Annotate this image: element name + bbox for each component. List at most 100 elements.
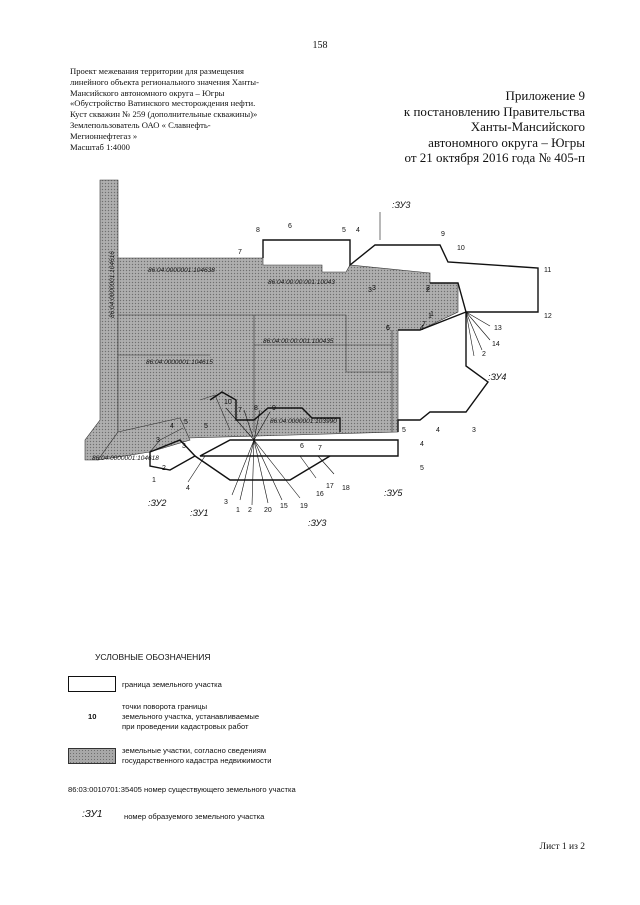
parcel-west-cap [97,417,191,461]
point-number: 19 [300,503,308,510]
point-number: 12 [544,313,552,320]
point-number: 8 [254,405,258,412]
point-number: 9 [272,405,276,412]
zone-label: :ЗУ3 [392,200,410,210]
legend-cadastral-swatch [68,748,116,764]
point-number: 5 [420,465,424,472]
legend-point-text: точки поворота границы земельного участк… [122,702,259,732]
parcel-main-shaded [117,257,459,441]
legend-new-text: номер образуемого земельного участка [124,812,265,821]
project-line: Мегионнефтегаз » [70,130,138,141]
point-number: 3 [156,437,160,444]
appendix-line: Ханты-Мансийского [470,119,585,134]
legend-point-line: земельного участка, устанавливаемые [122,712,260,721]
point-number: 14 [492,341,500,348]
page-number: 158 [312,40,328,51]
project-line: Проект межевания территории для размещен… [70,66,244,76]
point-number: 1 [236,507,240,514]
point-number: 7 [422,321,426,328]
appendix-line: к постановлению Правительства [403,103,585,119]
project-scale: Масштаб 1:4000 [70,141,130,152]
point-number: 4 [420,441,424,448]
point-number: 16 [316,491,324,498]
parcel-id: 86:04:00:00:001:10043 [268,279,335,286]
point-number: 2 [426,285,430,292]
project-line: линейного объекта регионального значения… [70,76,259,87]
zone-label: :ЗУ2 [148,498,166,508]
point-number: 3 [372,285,376,292]
zone-label: :ЗУ3 [308,518,326,528]
point-number: 3 [472,427,476,434]
project-line: Мансийского автономного округа – Югры [70,87,225,98]
appendix-line: автономного округа – Югры [428,134,585,150]
point-number: 2 [162,465,166,472]
point-number: 6 [288,223,292,230]
point-number: 8 [256,227,260,234]
legend-existing-text: номер существующего земельного участка [144,785,296,794]
point-number: 1 [428,313,432,320]
point-number: 5 [204,423,208,430]
boundary-zu5 [199,439,399,457]
legend-point-line: точки поворота границы [122,702,208,711]
leader-lines [187,212,491,506]
point-number: 7 [238,407,242,414]
boundary-zu2 [149,439,197,471]
point-number: 4 [186,485,190,492]
point-number: 3 [368,287,372,294]
point-number: 6 [386,325,390,332]
point-number: 5 [342,227,346,234]
parcel-id: 86:04:0000001:103990 [270,418,337,425]
point-number: 13 [494,325,502,332]
point-number: 3 [182,443,186,450]
parcel-id: 86:04:0000001:104638 [148,267,215,274]
point-number: 10 [224,399,232,406]
project-line: Куст скважин № 259 (дополнительные скваж… [70,109,258,120]
point-number: 9 [441,231,445,238]
point-number: 7 [318,445,322,452]
point-number: 4 [436,427,440,434]
appendix-line: Приложение 9 [505,88,585,103]
parcel-id: 86:04:0000001:104618 [92,455,159,462]
zone-label: :ЗУ5 [384,488,403,498]
legend-cadastral-line: государственного кадастра недвижимости [122,756,272,765]
point-number: 10 [457,245,465,252]
zone-label: :ЗУ4 [488,372,506,382]
point-number: 3 [224,499,228,506]
project-line: «Обустройство Ватинского месторождения н… [70,98,256,109]
legend-existing-row: 86:03:0010701:35405 номер существующего … [68,785,296,795]
legend-point-line: при проведении кадастровых работ [122,722,249,731]
parcel-id: 86:04:00:00:001:100435 [263,338,334,345]
legend-boundary-text: граница земельного участка [122,680,222,689]
point-number: 6 [300,443,304,450]
point-number: 4 [356,227,360,234]
point-number: 1 [152,477,156,484]
legend-cadastral-line: земельные участки, согласно сведениям [122,746,267,755]
point-number: 5 [184,419,188,426]
boundary-zu3-north [262,239,539,432]
point-number: 2 [482,351,486,358]
point-number: 17 [326,483,334,490]
point-number: 20 [264,507,272,514]
parcel-id: 86:04:0000001:104615 [146,359,213,366]
sheet-number: Лист 1 из 2 [539,842,585,852]
legend-existing-id: 86:03:0010701:35405 [68,785,142,794]
point-number: 5 [402,427,406,434]
appendix-line: от 21 октября 2016 года № 405-п [404,150,585,165]
parcel-id: 86:04:0000001:104616 [109,251,116,318]
parcel-vertical-strip [84,179,119,461]
legend-new-id: :ЗУ1 [82,809,103,820]
legend-title: УСЛОВНЫЕ ОБОЗНАЧЕНИЯ [95,652,211,662]
point-number: 4 [170,423,174,430]
legend-boundary-swatch [68,676,116,692]
point-number: 1 [430,311,434,318]
point-number: 4 [420,325,424,332]
point-number: 2 [426,287,430,294]
project-caption: Проект межевания территории для размещен… [70,66,320,152]
legend-cadastral-text: земельные участки, согласно сведениям го… [122,746,271,766]
point-number: 18 [342,485,350,492]
point-number: 15 [280,503,288,510]
point-number: 11 [544,267,551,274]
parcel-lines [118,314,393,453]
project-line: Землепользователь ОАО « Славнефть- [70,119,211,130]
